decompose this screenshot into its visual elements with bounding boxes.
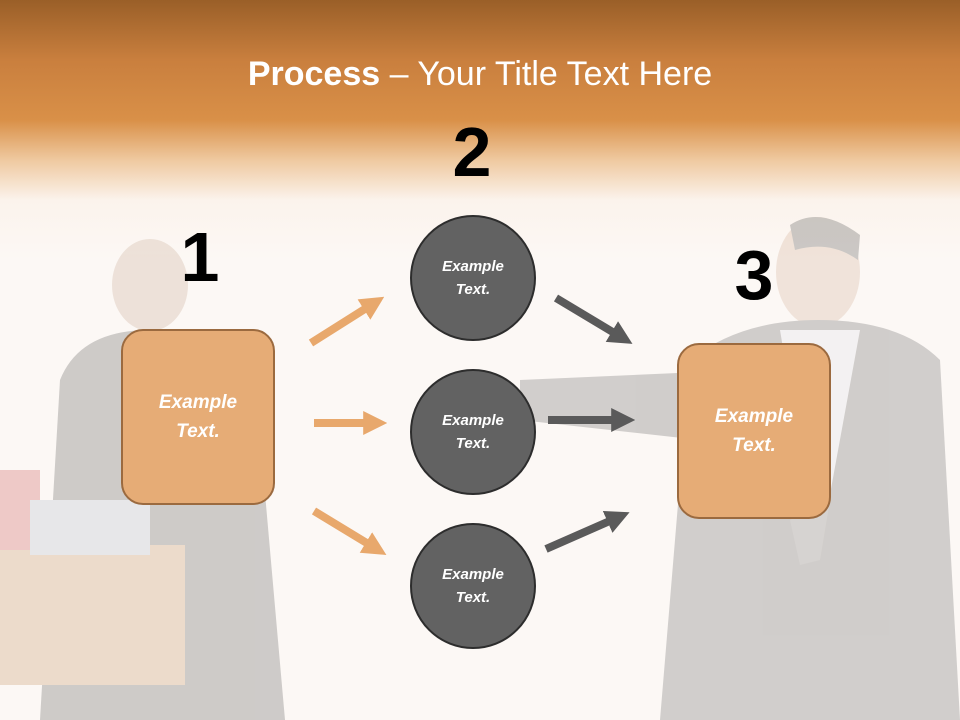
circle-bottom-line1: Example bbox=[442, 566, 504, 583]
circle-top-line1: Example bbox=[442, 258, 504, 275]
step-number-1: 1 bbox=[180, 218, 220, 296]
process-circle-top: Example Text. bbox=[410, 215, 536, 341]
right-box-line2: Text. bbox=[732, 435, 776, 456]
left-box-line1: Example bbox=[158, 392, 238, 413]
left-box-line2: Text. bbox=[176, 421, 220, 442]
title-rest: – Your Title Text Here bbox=[380, 55, 713, 93]
step-number-2: 2 bbox=[452, 113, 492, 191]
circle-middle-line2: Text. bbox=[455, 435, 491, 452]
circle-top-line2: Text. bbox=[455, 281, 491, 298]
process-circle-middle: Example Text. bbox=[410, 369, 536, 495]
step-number-3: 3 bbox=[734, 236, 774, 314]
arrow-gray-down bbox=[553, 294, 633, 344]
process-circle-bottom: Example Text. bbox=[410, 523, 536, 649]
title-bold: Process bbox=[247, 55, 381, 93]
arrow-orange-down bbox=[311, 507, 387, 555]
right-box-line1: Example bbox=[714, 406, 794, 427]
circle-bottom-line2: Text. bbox=[455, 589, 491, 606]
right-process-box: Example Text. bbox=[677, 343, 831, 519]
left-process-box: Example Text. bbox=[121, 329, 275, 505]
slide-title: Process – Your Title Text Here bbox=[0, 52, 960, 96]
circle-middle-line1: Example bbox=[442, 412, 504, 429]
arrow-orange-up bbox=[308, 296, 385, 347]
arrow-gray-up bbox=[544, 510, 630, 553]
